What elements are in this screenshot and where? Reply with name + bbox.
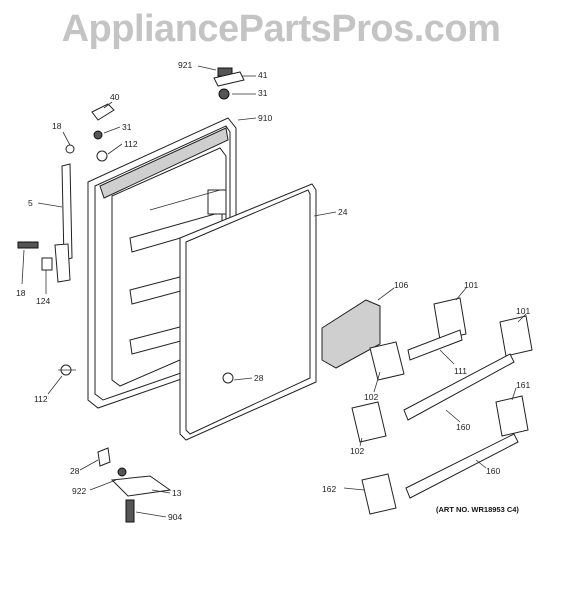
callout-18: 18 [16, 288, 26, 298]
callout-111: 111 [454, 366, 467, 376]
callout-40: 40 [110, 92, 120, 102]
watermark-text: AppliancePartsPros.com [61, 8, 501, 50]
bottom-hinge-parts [97, 372, 234, 523]
callout-101: 101 [464, 280, 478, 290]
callout-160: 160 [456, 422, 470, 432]
art-number-label: (ART NO. WR18953 C4) [436, 505, 519, 514]
callout-28: 28 [254, 373, 264, 383]
callout-31: 31 [122, 122, 132, 132]
callout-161: 161 [516, 380, 530, 390]
callout-112: 112 [34, 394, 48, 404]
callout-24: 24 [338, 207, 348, 217]
callout-41: 41 [258, 70, 268, 80]
callout-160: 160 [486, 466, 500, 476]
callout-13: 13 [172, 488, 182, 498]
callout-28: 28 [70, 466, 80, 476]
door-gasket [179, 183, 317, 441]
callout-922: 922 [72, 486, 86, 496]
callout-labels: 921 41 31 40 910 18 31 112 5 24 18 124 1… [16, 60, 530, 522]
hinge-bracket-parts [17, 163, 76, 376]
bins-and-shelves [321, 297, 533, 515]
callout-921: 921 [178, 60, 192, 70]
callout-102: 102 [350, 446, 364, 456]
callout-102: 102 [364, 392, 378, 402]
callout-162: 162 [322, 484, 336, 494]
callout-124: 124 [36, 296, 50, 306]
callout-101: 101 [516, 306, 530, 316]
callout-910: 910 [258, 113, 272, 123]
callout-112: 112 [124, 139, 138, 149]
callout-31: 31 [258, 88, 268, 98]
callout-106: 106 [394, 280, 408, 290]
callout-904: 904 [168, 512, 182, 522]
callout-5: 5 [28, 198, 33, 208]
top-hinge-parts [65, 67, 245, 162]
leader-lines [21, 65, 527, 518]
callout-18: 18 [52, 121, 62, 131]
